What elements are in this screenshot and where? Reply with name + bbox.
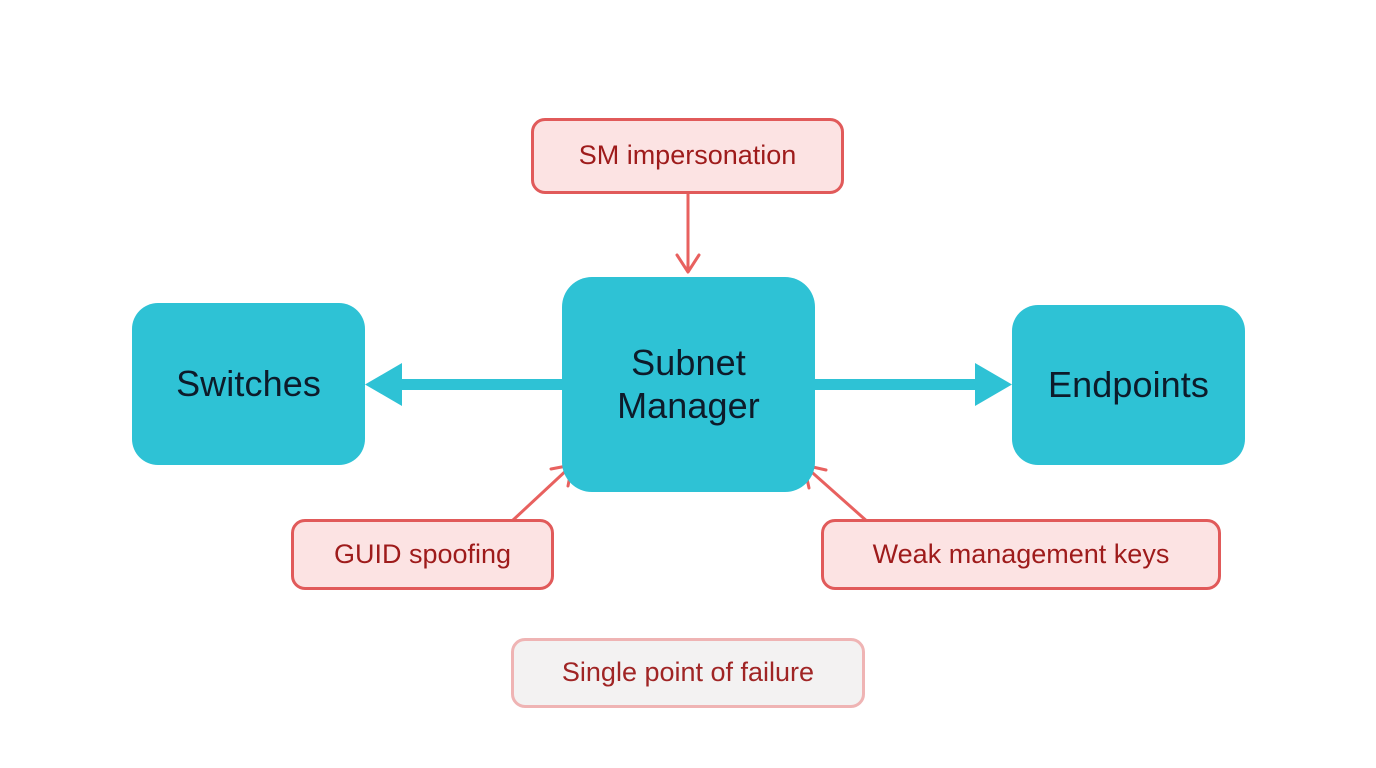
edge-keys-to-sm	[802, 463, 871, 525]
annotation-single-point-of-failure-label: Single point of failure	[561, 657, 815, 688]
annotation-sm-impersonation[interactable]: SM impersonation	[531, 118, 844, 194]
annotation-weak-management-keys[interactable]: Weak management keys	[821, 519, 1221, 590]
edge-sm-to-endpoints	[813, 363, 1012, 406]
annotation-guid-spoofing[interactable]: GUID spoofing	[291, 519, 554, 590]
edge-sm-to-switches	[365, 363, 564, 406]
node-endpoints[interactable]: Endpoints	[1012, 305, 1245, 465]
annotation-guid-spoofing-label: GUID spoofing	[333, 538, 512, 569]
node-endpoints-label: Endpoints	[1047, 363, 1210, 405]
edge-impersonation-to-sm	[675, 190, 701, 274]
annotation-single-point-of-failure[interactable]: Single point of failure	[511, 638, 865, 708]
node-subnet-manager-label: Subnet Manager	[617, 342, 760, 426]
annotation-weak-management-keys-label: Weak management keys	[872, 538, 1170, 569]
annotation-sm-impersonation-label: SM impersonation	[578, 140, 797, 171]
node-switches-label: Switches	[176, 362, 321, 404]
node-switches[interactable]: Switches	[132, 303, 365, 465]
node-subnet-manager[interactable]: Subnet Manager	[562, 277, 815, 492]
edge-guid-to-sm	[510, 463, 574, 523]
